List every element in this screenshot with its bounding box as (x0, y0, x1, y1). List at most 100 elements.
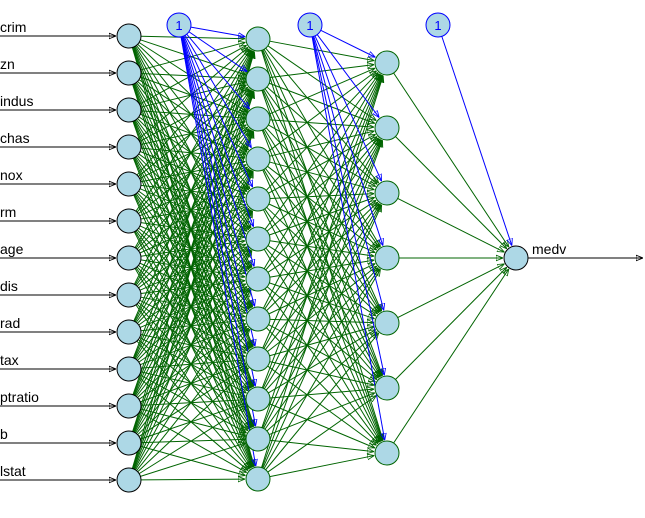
weight-edge (134, 82, 251, 268)
hidden1-node (245, 386, 271, 412)
weight-edge (140, 443, 245, 477)
weight-edge (140, 333, 246, 356)
bias-edge (184, 35, 251, 147)
input-label-rad: rad (0, 315, 20, 331)
weight-edge (266, 202, 378, 311)
weight-edge (140, 371, 246, 396)
bias-edge (182, 36, 255, 266)
weight-edge (261, 130, 382, 441)
weight-edge (135, 82, 250, 228)
input-node (116, 171, 142, 197)
weight-edge (134, 268, 251, 467)
weight-edge (134, 83, 252, 308)
weight-edge (263, 74, 380, 269)
weight-edge (263, 139, 381, 349)
weight-edge (138, 326, 247, 400)
bias-edge (180, 36, 255, 387)
input-node (116, 393, 142, 419)
weight-edge (140, 363, 246, 403)
weight-edge (268, 264, 375, 315)
weight-edge (137, 368, 249, 473)
weight-edge (132, 91, 254, 469)
weight-edge (137, 288, 249, 398)
weight-edge (263, 49, 380, 246)
input-label-lstat: lstat (0, 463, 26, 479)
weight-edge (262, 205, 382, 469)
weight-edge (138, 116, 247, 192)
weight-edge (139, 283, 246, 328)
bias-edge (314, 35, 382, 181)
weight-edge (269, 161, 375, 190)
weight-edge (393, 72, 509, 247)
weight-edge (140, 400, 245, 406)
weight-edge (135, 209, 250, 360)
weight-edge (265, 333, 379, 471)
weight-edge (262, 209, 381, 442)
weight-edge (262, 140, 383, 429)
weight-edge (138, 227, 248, 311)
output-node (503, 245, 529, 271)
weight-edge (138, 406, 247, 475)
weight-edge (134, 50, 251, 248)
weight-edge (265, 138, 379, 271)
hidden1-node (245, 66, 271, 92)
weight-edge (269, 240, 374, 256)
bias-label: 1 (175, 18, 182, 33)
weight-edge (139, 85, 247, 142)
labels: crimzninduschasnoxrmagedisradtaxptratiob… (0, 18, 566, 479)
weight-edge (264, 288, 379, 443)
weight-edge (140, 324, 246, 366)
weight-edge (263, 204, 380, 390)
weight-edge (267, 165, 377, 250)
bias-edge (313, 36, 383, 245)
weight-edge (137, 376, 248, 471)
bias-node (166, 12, 192, 38)
weight-edge (139, 262, 246, 313)
weight-edge (135, 50, 251, 212)
weight-edge (137, 87, 248, 177)
weight-edge (134, 194, 251, 388)
weight-edge (266, 286, 377, 380)
weight-edge (261, 50, 382, 376)
weight-edge (138, 190, 248, 271)
weight-edge (262, 75, 383, 349)
weight-edge (137, 328, 249, 436)
weight-edge (262, 89, 383, 376)
bias-label: 1 (306, 18, 313, 33)
weight-edge (139, 45, 247, 105)
weight-edge (264, 269, 379, 430)
weight-edge (139, 151, 246, 195)
weight-edge (269, 82, 375, 123)
bias-edge (190, 26, 245, 37)
input-label-rm: rm (0, 204, 16, 220)
weight-edge (267, 71, 377, 153)
weight-edge (269, 194, 374, 199)
weight-edge (137, 339, 248, 431)
weight-edge (140, 39, 245, 75)
weight-edge (139, 243, 246, 291)
hidden2-node (374, 310, 400, 336)
bias-edge (186, 33, 250, 109)
bias-edges (180, 26, 512, 466)
hidden1-node (245, 346, 271, 372)
bias-edge (312, 36, 384, 311)
input-label-indus: indus (0, 93, 33, 109)
bias-label: 1 (434, 18, 441, 33)
weight-edge (267, 395, 377, 473)
weight-edge (138, 127, 247, 214)
weight-edge (139, 225, 246, 274)
weight-edge (140, 36, 245, 38)
input-node (116, 467, 142, 493)
bias-edge (188, 31, 247, 72)
weight-edge (133, 171, 254, 470)
weight-edge (138, 247, 248, 326)
weight-edge (132, 51, 253, 359)
weight-edge (134, 171, 252, 396)
weight-edge (139, 299, 247, 353)
weight-edge (263, 89, 381, 312)
input-label-ptratio: ptratio (0, 389, 39, 405)
weight-edge (269, 318, 374, 322)
weight-edge (268, 324, 376, 382)
weight-edge (132, 51, 254, 432)
weight-edges (131, 36, 509, 480)
